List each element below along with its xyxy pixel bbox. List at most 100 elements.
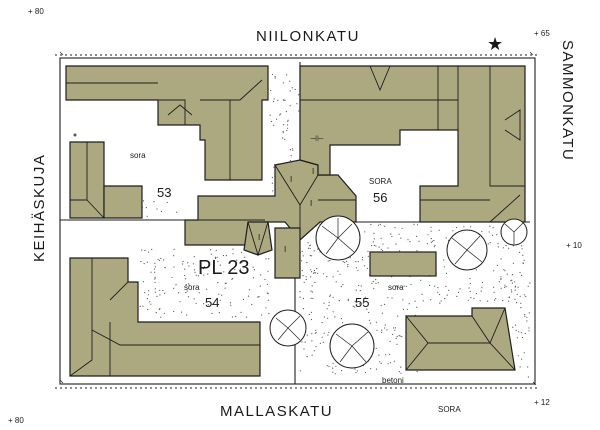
gravel-dot [397,315,399,317]
gravel-dot [357,269,359,271]
gravel-dot [274,75,276,78]
gravel-dot [339,273,341,275]
gravel-dot [527,376,530,378]
gravel-dot [273,98,275,100]
gravel-dot [154,276,156,278]
gravel-dot [481,286,483,288]
gravel-dot [287,119,289,121]
gravel-dot [431,240,434,242]
street-label-north: NIILONKATU [256,28,360,45]
gravel-dot [286,74,288,76]
gravel-dot [328,304,330,307]
gravel-dot [362,302,364,304]
gravel-dot [302,255,304,257]
roof-ridge [91,329,260,346]
gravel-dot [398,233,400,235]
gravel-dot [287,127,289,129]
surface-label-concrete: betoni [382,376,404,385]
gravel-dot [434,244,436,246]
gravel-dot [389,340,391,342]
gravel-dot [512,262,515,264]
gravel-dot [366,308,368,310]
gravel-dot [469,291,471,293]
gravel-dot [522,254,524,256]
gravel-dot [373,238,375,240]
gravel-dot [166,201,168,204]
gravel-dot [286,129,288,132]
gravel-dot [265,258,267,260]
gravel-dot [149,301,151,303]
gravel-dot [299,296,301,298]
gravel-dot [160,210,162,213]
gravel-dot [379,223,381,225]
gravel-dot [235,315,237,317]
gravel-dot [437,287,439,289]
gravel-dot [264,278,266,281]
gravel-dot [347,264,349,266]
gravel-dot [145,207,147,209]
gravel-dot [398,286,400,288]
gravel-dot [178,292,180,294]
gravel-dot [193,269,196,271]
gravel-dot [334,373,336,375]
gravel-dot [446,294,448,296]
gravel-dot [200,273,202,275]
gravel-dot [314,281,316,284]
gravel-dot [520,307,522,309]
gravel-dot [290,155,292,157]
gravel-dot [240,251,242,253]
gravel-dot [430,238,432,240]
gravel-dot [142,200,145,202]
gravel-dot [396,343,398,345]
gravel-dot [371,282,373,284]
gravel-dot [508,297,510,299]
gravel-dot [380,248,382,250]
gravel-dot [443,259,445,261]
gravel-dot [182,263,184,265]
gravel-dot [309,247,311,250]
gravel-dot [493,270,495,272]
gravel-dot [309,255,311,257]
gravel-dot [221,294,223,296]
gravel-dot [508,300,510,302]
gravel-dot [515,329,517,331]
gravel-dot [332,276,334,278]
gravel-dot [197,275,199,277]
gravel-dot [521,274,523,276]
gravel-dot [225,282,227,284]
gravel-dot [289,149,291,151]
gravel-dot [236,259,238,261]
roof-ridge [167,104,193,116]
gravel-dot [430,230,432,232]
gravel-dot [347,266,349,268]
gravel-dot [452,230,454,232]
gravel-dot [340,318,342,320]
gravel-dot [154,281,156,283]
gravel-dot [504,286,506,288]
gravel-dot [296,103,298,105]
gravel-dot [444,298,446,300]
gravel-dot [523,294,526,296]
plot-number-56: 56 [373,190,387,205]
gravel-dot [367,255,369,257]
gravel-dot [252,266,254,268]
gravel-dot [408,303,410,305]
gravel-dot [363,265,365,267]
gravel-dot [517,286,519,288]
gravel-dot [489,225,491,227]
gravel-dot [327,317,329,319]
gravel-dot [287,124,289,126]
gravel-dot [518,331,520,333]
gravel-dot [359,290,361,292]
block-boundary [59,57,536,385]
gravel-dot [231,316,233,318]
gravel-dot [302,297,305,300]
gravel-dot [368,319,371,321]
gravel-dot [433,239,435,242]
gravel-dot [398,371,400,373]
gravel-dot [401,336,403,338]
gravel-dot [308,313,310,316]
gravel-dot [422,300,424,302]
gravel-dot [298,94,300,96]
gravel-dot [247,295,250,297]
